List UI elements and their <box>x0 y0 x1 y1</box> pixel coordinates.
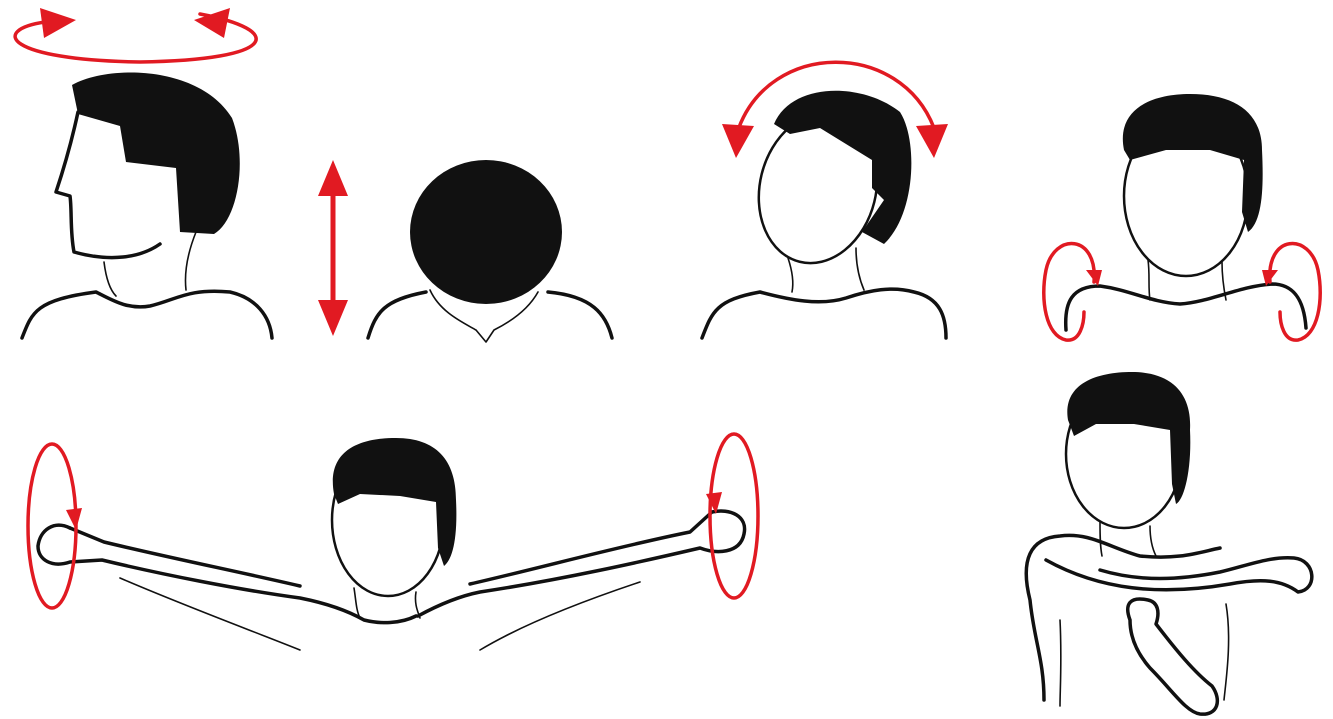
torso-line <box>480 582 640 650</box>
head-nod-icon <box>318 160 612 342</box>
shoulders <box>1066 284 1306 330</box>
right-arm <box>418 511 745 616</box>
neck-line <box>1148 260 1150 300</box>
shoulder-roll-icon <box>1044 94 1320 340</box>
torso-line <box>120 578 300 650</box>
crossing-forearm <box>1046 558 1312 592</box>
neck-line <box>856 248 864 290</box>
shoulders-and-arm <box>1026 535 1220 700</box>
neck-line <box>104 262 116 296</box>
hair <box>72 73 240 234</box>
neck-line <box>1100 522 1102 556</box>
hair <box>410 160 562 304</box>
bent-arm <box>1128 599 1218 714</box>
head-rotation-icon <box>15 8 272 338</box>
vertical-double-arrow-icon <box>318 160 348 336</box>
arm-circle-icon <box>28 434 758 650</box>
shoulders <box>702 289 946 338</box>
cross-arm-stretch-icon <box>1026 372 1312 714</box>
neck-line <box>1150 526 1156 556</box>
horizontal-circular-arrow-icon <box>15 8 256 62</box>
torso-line <box>1060 620 1061 706</box>
neck-line <box>185 232 196 290</box>
circular-arrow-icon <box>1044 244 1102 341</box>
torso-line <box>1224 604 1229 700</box>
neck-line <box>788 258 793 292</box>
head-tilt-icon <box>702 62 948 338</box>
circular-arrow-icon <box>706 434 758 598</box>
shoulders <box>22 291 272 338</box>
